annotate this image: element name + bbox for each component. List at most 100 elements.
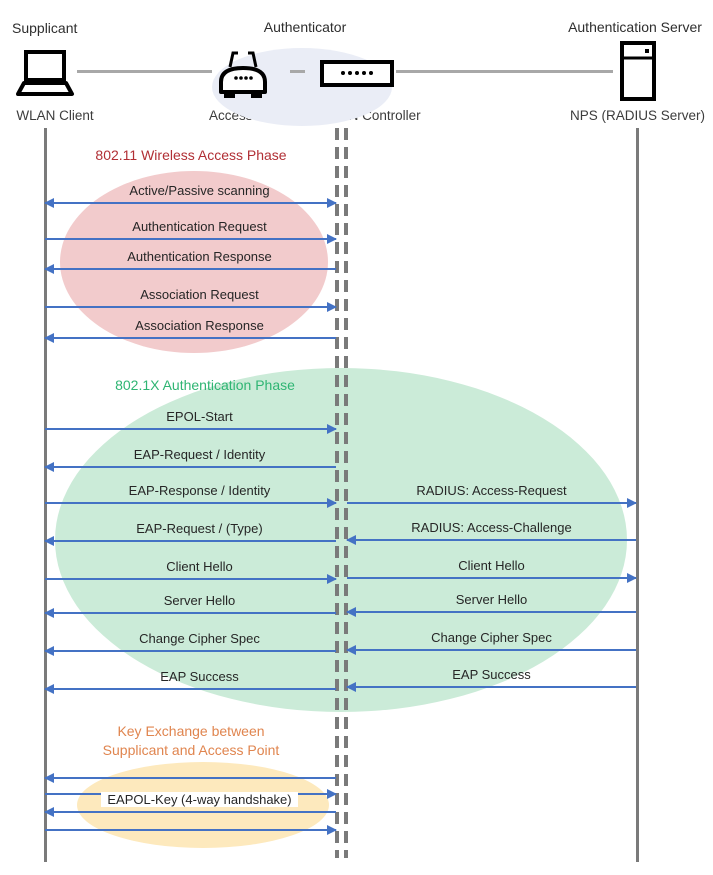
message-label: EPOL-Start — [54, 408, 345, 425]
message-arrow-left — [346, 535, 636, 545]
message-label: Active/Passive scanning — [54, 182, 345, 199]
arrowhead-left-icon — [346, 682, 356, 692]
arrowhead-left-icon — [44, 462, 54, 472]
message-arrow-left — [44, 608, 336, 618]
message-arrow-left — [346, 682, 636, 692]
arrowhead-left-icon — [44, 333, 54, 343]
controller-lifeline-dashed-left — [335, 128, 339, 858]
arrowhead-right-icon — [627, 573, 637, 583]
arrowhead-left-icon — [44, 646, 54, 656]
message-label-text: Authentication Request — [132, 219, 267, 234]
phase2-title: 802.1X Authentication Phase — [115, 377, 295, 393]
message-label-text: Server Hello — [163, 593, 236, 608]
header-line-segment — [396, 70, 613, 73]
phase3-title: Key Exchange between Supplicant and Acce… — [58, 722, 324, 760]
header-line-segment — [77, 70, 212, 73]
message-arrow-left — [44, 333, 336, 343]
message-arrow-right — [45, 424, 337, 434]
arrowhead-right-icon — [627, 498, 637, 508]
message-label: Client Hello — [347, 557, 636, 574]
message-label: EAP Success — [54, 668, 345, 685]
message-label-text: EAPOL-Key (4-way handshake) — [101, 792, 298, 807]
arrowhead-left-icon — [346, 645, 356, 655]
phase1-title: 802.11 Wireless Access Phase — [95, 147, 287, 163]
message-label: EAP-Response / Identity — [54, 482, 345, 499]
message-label-text: Association Request — [140, 287, 259, 302]
wlan-controller-icon — [320, 60, 394, 87]
message-arrow-left — [346, 607, 636, 617]
arrowhead-left-icon — [44, 773, 54, 783]
node-label-wlan-client: WLAN Client — [16, 108, 94, 123]
arrowhead-left-icon — [44, 198, 54, 208]
message-label: Server Hello — [54, 592, 345, 609]
role-label-supplicant: Supplicant — [12, 20, 78, 36]
message-arrow-left — [44, 264, 336, 274]
arrowhead-right-icon — [327, 198, 337, 208]
arrowhead-right-icon — [327, 234, 337, 244]
arrowhead-right-icon — [327, 498, 337, 508]
message-label-text: Active/Passive scanning — [129, 183, 270, 198]
message-arrow-right — [347, 498, 637, 508]
message-arrow-left — [44, 684, 336, 694]
message-label: Change Cipher Spec — [347, 629, 636, 646]
message-label-text: EAP Success — [452, 667, 531, 682]
phase1-ellipse — [60, 171, 328, 353]
wlan-client-lifeline — [44, 128, 47, 862]
message-label: Association Request — [54, 286, 345, 303]
message-label: Server Hello — [347, 591, 636, 608]
message-label-text: EAP Success — [160, 669, 239, 684]
message-arrow-left — [346, 645, 636, 655]
message-label: Authentication Response — [54, 248, 345, 265]
message-label-text: Association Response — [135, 318, 264, 333]
message-arrow-right — [45, 574, 337, 584]
phase3-title-line2: Supplicant and Access Point — [102, 742, 280, 758]
arrowhead-right-icon — [327, 574, 337, 584]
arrowhead-right-icon — [327, 789, 337, 799]
message-arrow-right — [45, 498, 337, 508]
message-label-text: Client Hello — [166, 559, 233, 574]
arrowhead-left-icon — [44, 807, 54, 817]
message-label: Change Cipher Spec — [54, 630, 345, 647]
access-point-icon — [219, 51, 267, 98]
message-label: EAP Success — [347, 666, 636, 683]
message-label-text: Change Cipher Spec — [139, 631, 260, 646]
message-label-text: Server Hello — [455, 592, 528, 607]
message-label: EAP-Request / (Type) — [54, 520, 345, 537]
role-label-authentication-server: Authentication Server — [568, 19, 702, 35]
message-label-text: EAP-Response / Identity — [128, 483, 271, 498]
phase3-title-line1: Key Exchange between — [117, 723, 265, 739]
message-arrow-left — [44, 536, 336, 546]
message-label: EAP-Request / Identity — [54, 446, 345, 463]
controller-lifeline-dashed-right — [344, 128, 348, 858]
message-label: RADIUS: Access-Challenge — [347, 519, 636, 536]
message-label-text: RADIUS: Access-Challenge — [411, 520, 572, 535]
message-label-text: Change Cipher Spec — [431, 630, 552, 645]
arrowhead-left-icon — [346, 607, 356, 617]
message-label: RADIUS: Access-Request — [347, 482, 636, 499]
arrowhead-left-icon — [346, 535, 356, 545]
message-label: Client Hello — [54, 558, 345, 575]
arrowhead-left-icon — [44, 608, 54, 618]
message-arrow-left — [44, 807, 336, 817]
message-arrow-left — [44, 773, 336, 783]
arrowhead-right-icon — [327, 424, 337, 434]
arrowhead-right-icon — [327, 302, 337, 312]
arrowhead-left-icon — [44, 264, 54, 274]
arrowhead-left-icon — [44, 684, 54, 694]
laptop-icon — [16, 50, 74, 96]
arrowhead-right-icon — [327, 825, 337, 835]
message-label-text: Client Hello — [458, 558, 525, 573]
message-arrow-left — [44, 462, 336, 472]
node-label-nps-radius-server: NPS (RADIUS Server) — [569, 108, 706, 123]
message-arrow-right — [347, 573, 637, 583]
message-label-text: Authentication Response — [127, 249, 272, 264]
message-label: Authentication Request — [54, 218, 345, 235]
message-label-text: EAP-Request / Identity — [133, 447, 266, 462]
message-arrow-right — [45, 234, 337, 244]
server-icon — [620, 41, 656, 101]
message-arrow-left — [44, 646, 336, 656]
arrowhead-left-icon — [44, 536, 54, 546]
message-label: Association Response — [54, 317, 345, 334]
